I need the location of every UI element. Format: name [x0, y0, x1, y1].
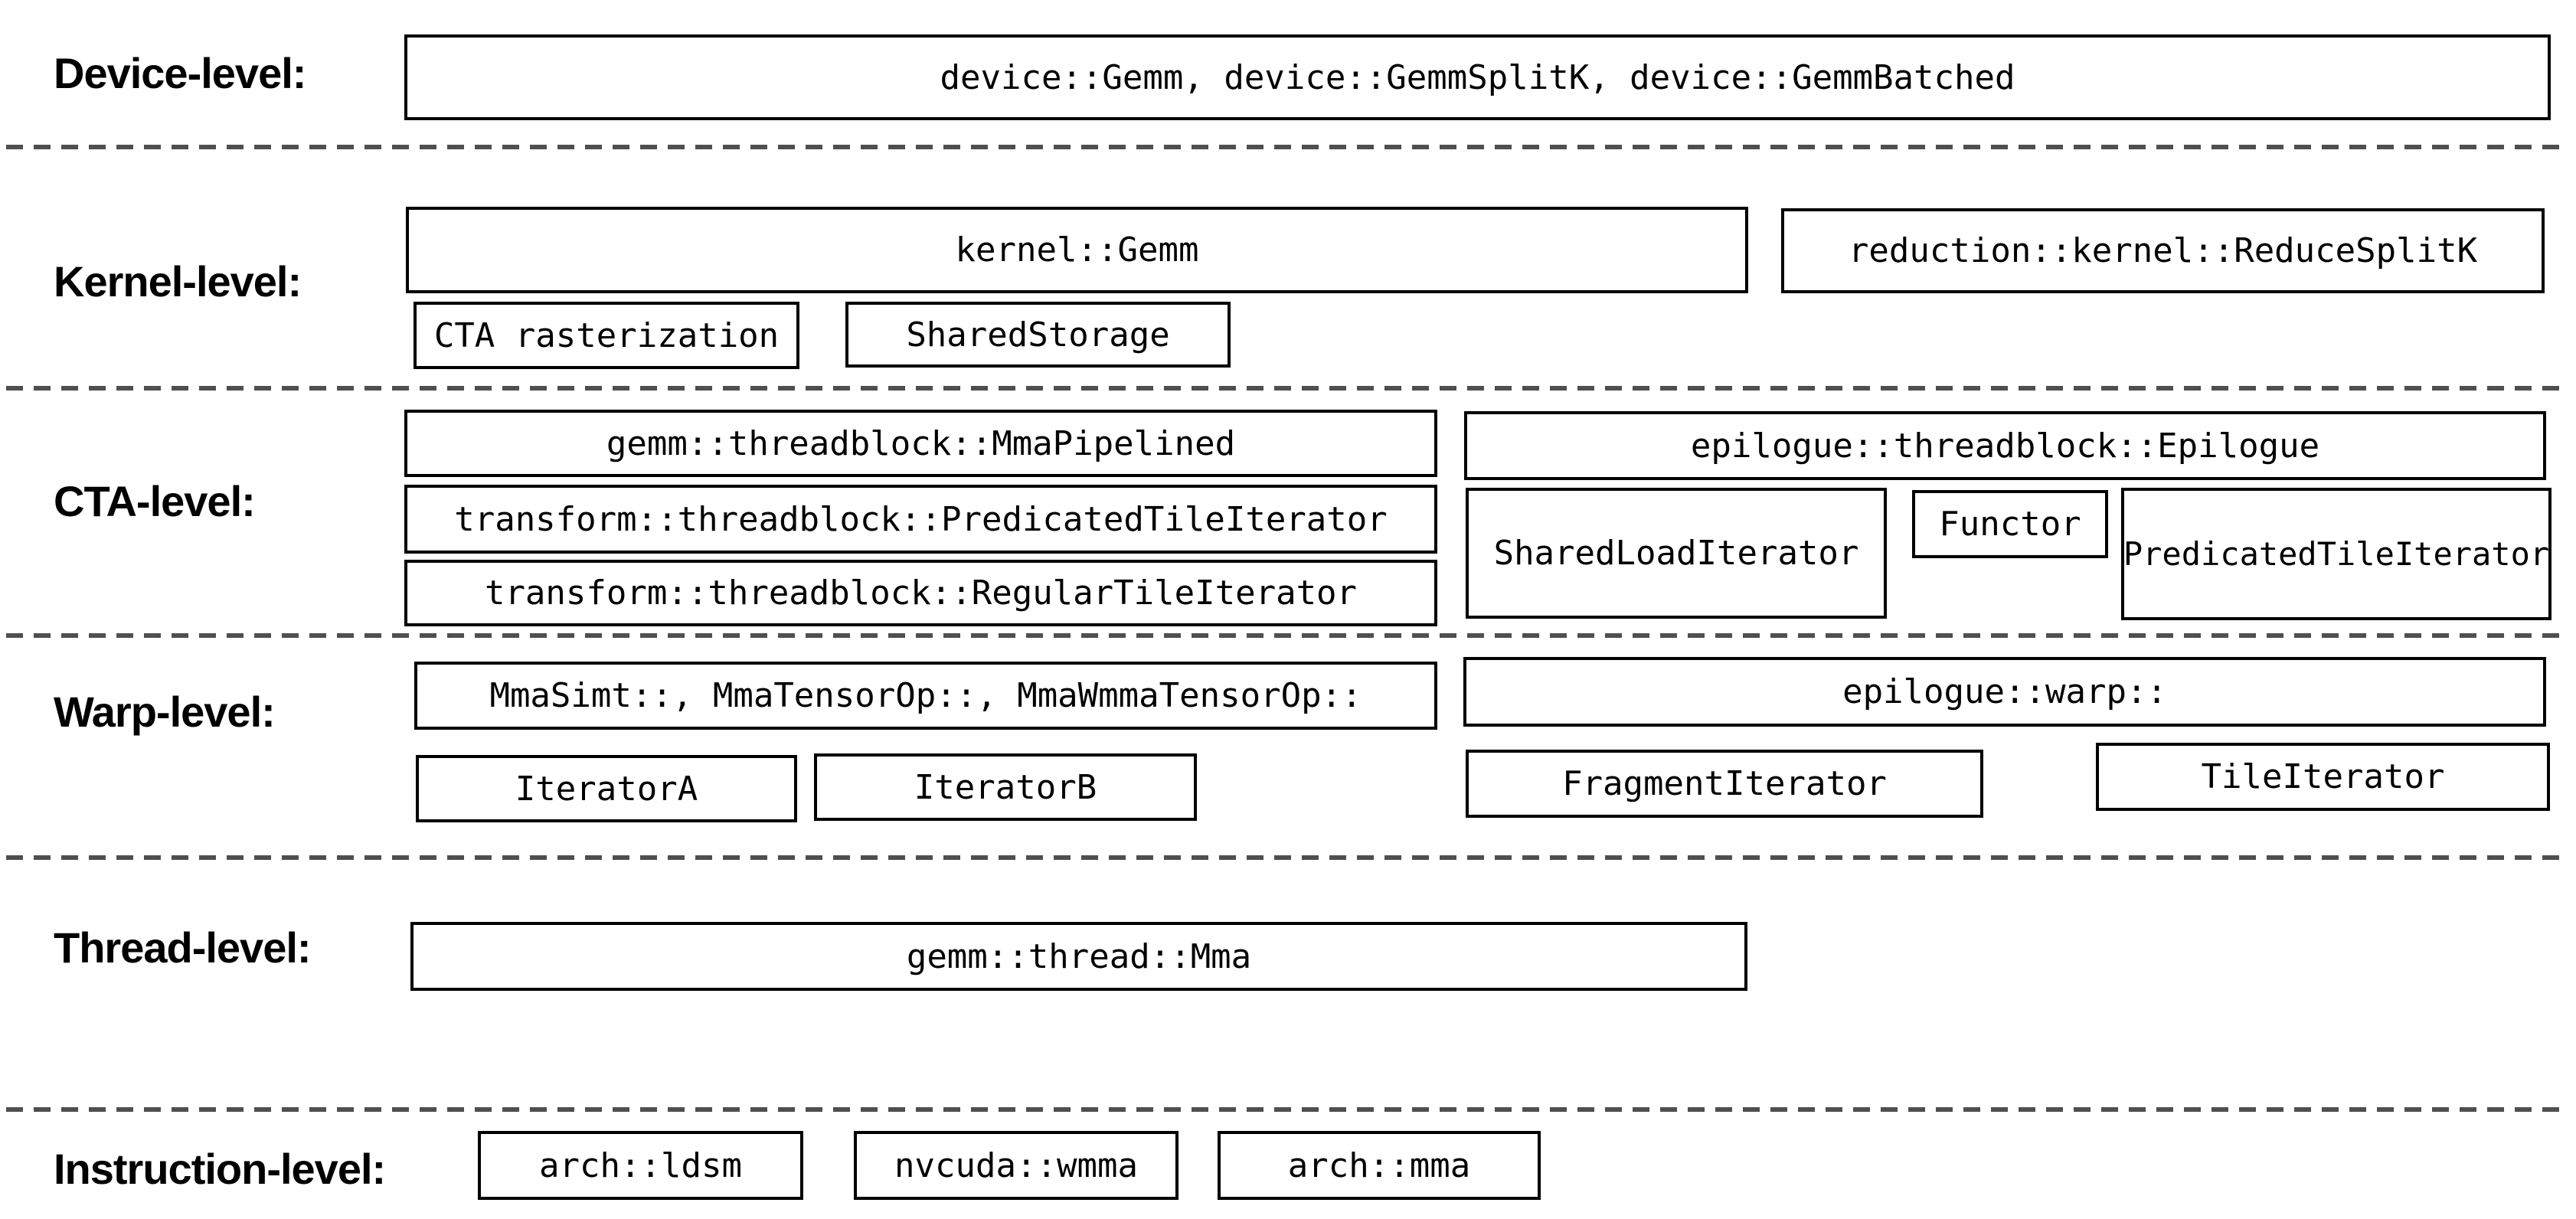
level-label-warp: Warp-level:: [54, 688, 276, 736]
box-epilogue-threadblock-epilogue: epilogue::threadblock::Epilogue: [1464, 411, 2546, 480]
box-tile-iterator: TileIterator: [2096, 743, 2550, 811]
level-label-instruction: Instruction-level:: [54, 1145, 386, 1193]
level-separator: [6, 633, 2570, 638]
box-gemm-threadblock-mma-pipelined: gemm::threadblock::MmaPipelined: [404, 410, 1437, 477]
level-separator: [6, 855, 2570, 860]
box-gemm-thread-mma: gemm::thread::Mma: [410, 922, 1747, 991]
box-shared-storage: SharedStorage: [845, 302, 1231, 368]
level-separator: [6, 145, 2570, 149]
box-epilogue-predicated-tile-iterator: PredicatedTileIterator: [2121, 488, 2551, 620]
box-device-gemm-variants: device::Gemm, device::GemmSplitK, device…: [404, 34, 2551, 120]
level-label-device: Device-level:: [54, 49, 306, 97]
box-functor: Functor: [1912, 490, 2108, 558]
box-epilogue-warp: epilogue::warp::: [1463, 657, 2546, 727]
box-shared-load-iterator: SharedLoadIterator: [1466, 488, 1887, 619]
box-transform-predicated-tile-iterator: transform::threadblock::PredicatedTileIt…: [404, 485, 1437, 554]
box-fragment-iterator: FragmentIterator: [1466, 750, 1983, 818]
level-separator: [6, 386, 2570, 391]
level-label-kernel: Kernel-level:: [54, 257, 302, 306]
level-label-thread: Thread-level:: [54, 923, 312, 972]
level-separator: [6, 1107, 2570, 1112]
level-label-cta: CTA-level:: [54, 477, 256, 525]
box-iterator-b: IteratorB: [814, 753, 1197, 821]
box-arch-mma: arch::mma: [1218, 1131, 1541, 1200]
box-arch-ldsm: arch::ldsm: [478, 1131, 803, 1200]
box-warp-mma-variants: MmaSimt::, MmaTensorOp::, MmaWmmaTensorO…: [414, 662, 1437, 730]
box-iterator-a: IteratorA: [416, 755, 797, 822]
box-reduction-kernel-reduce-splitk: reduction::kernel::ReduceSplitK: [1781, 208, 2545, 293]
box-cta-rasterization: CTA rasterization: [414, 302, 799, 369]
box-nvcuda-wmma: nvcuda::wmma: [854, 1131, 1178, 1200]
box-kernel-gemm: kernel::Gemm: [406, 207, 1748, 293]
box-transform-regular-tile-iterator: transform::threadblock::RegularTileItera…: [404, 560, 1437, 626]
